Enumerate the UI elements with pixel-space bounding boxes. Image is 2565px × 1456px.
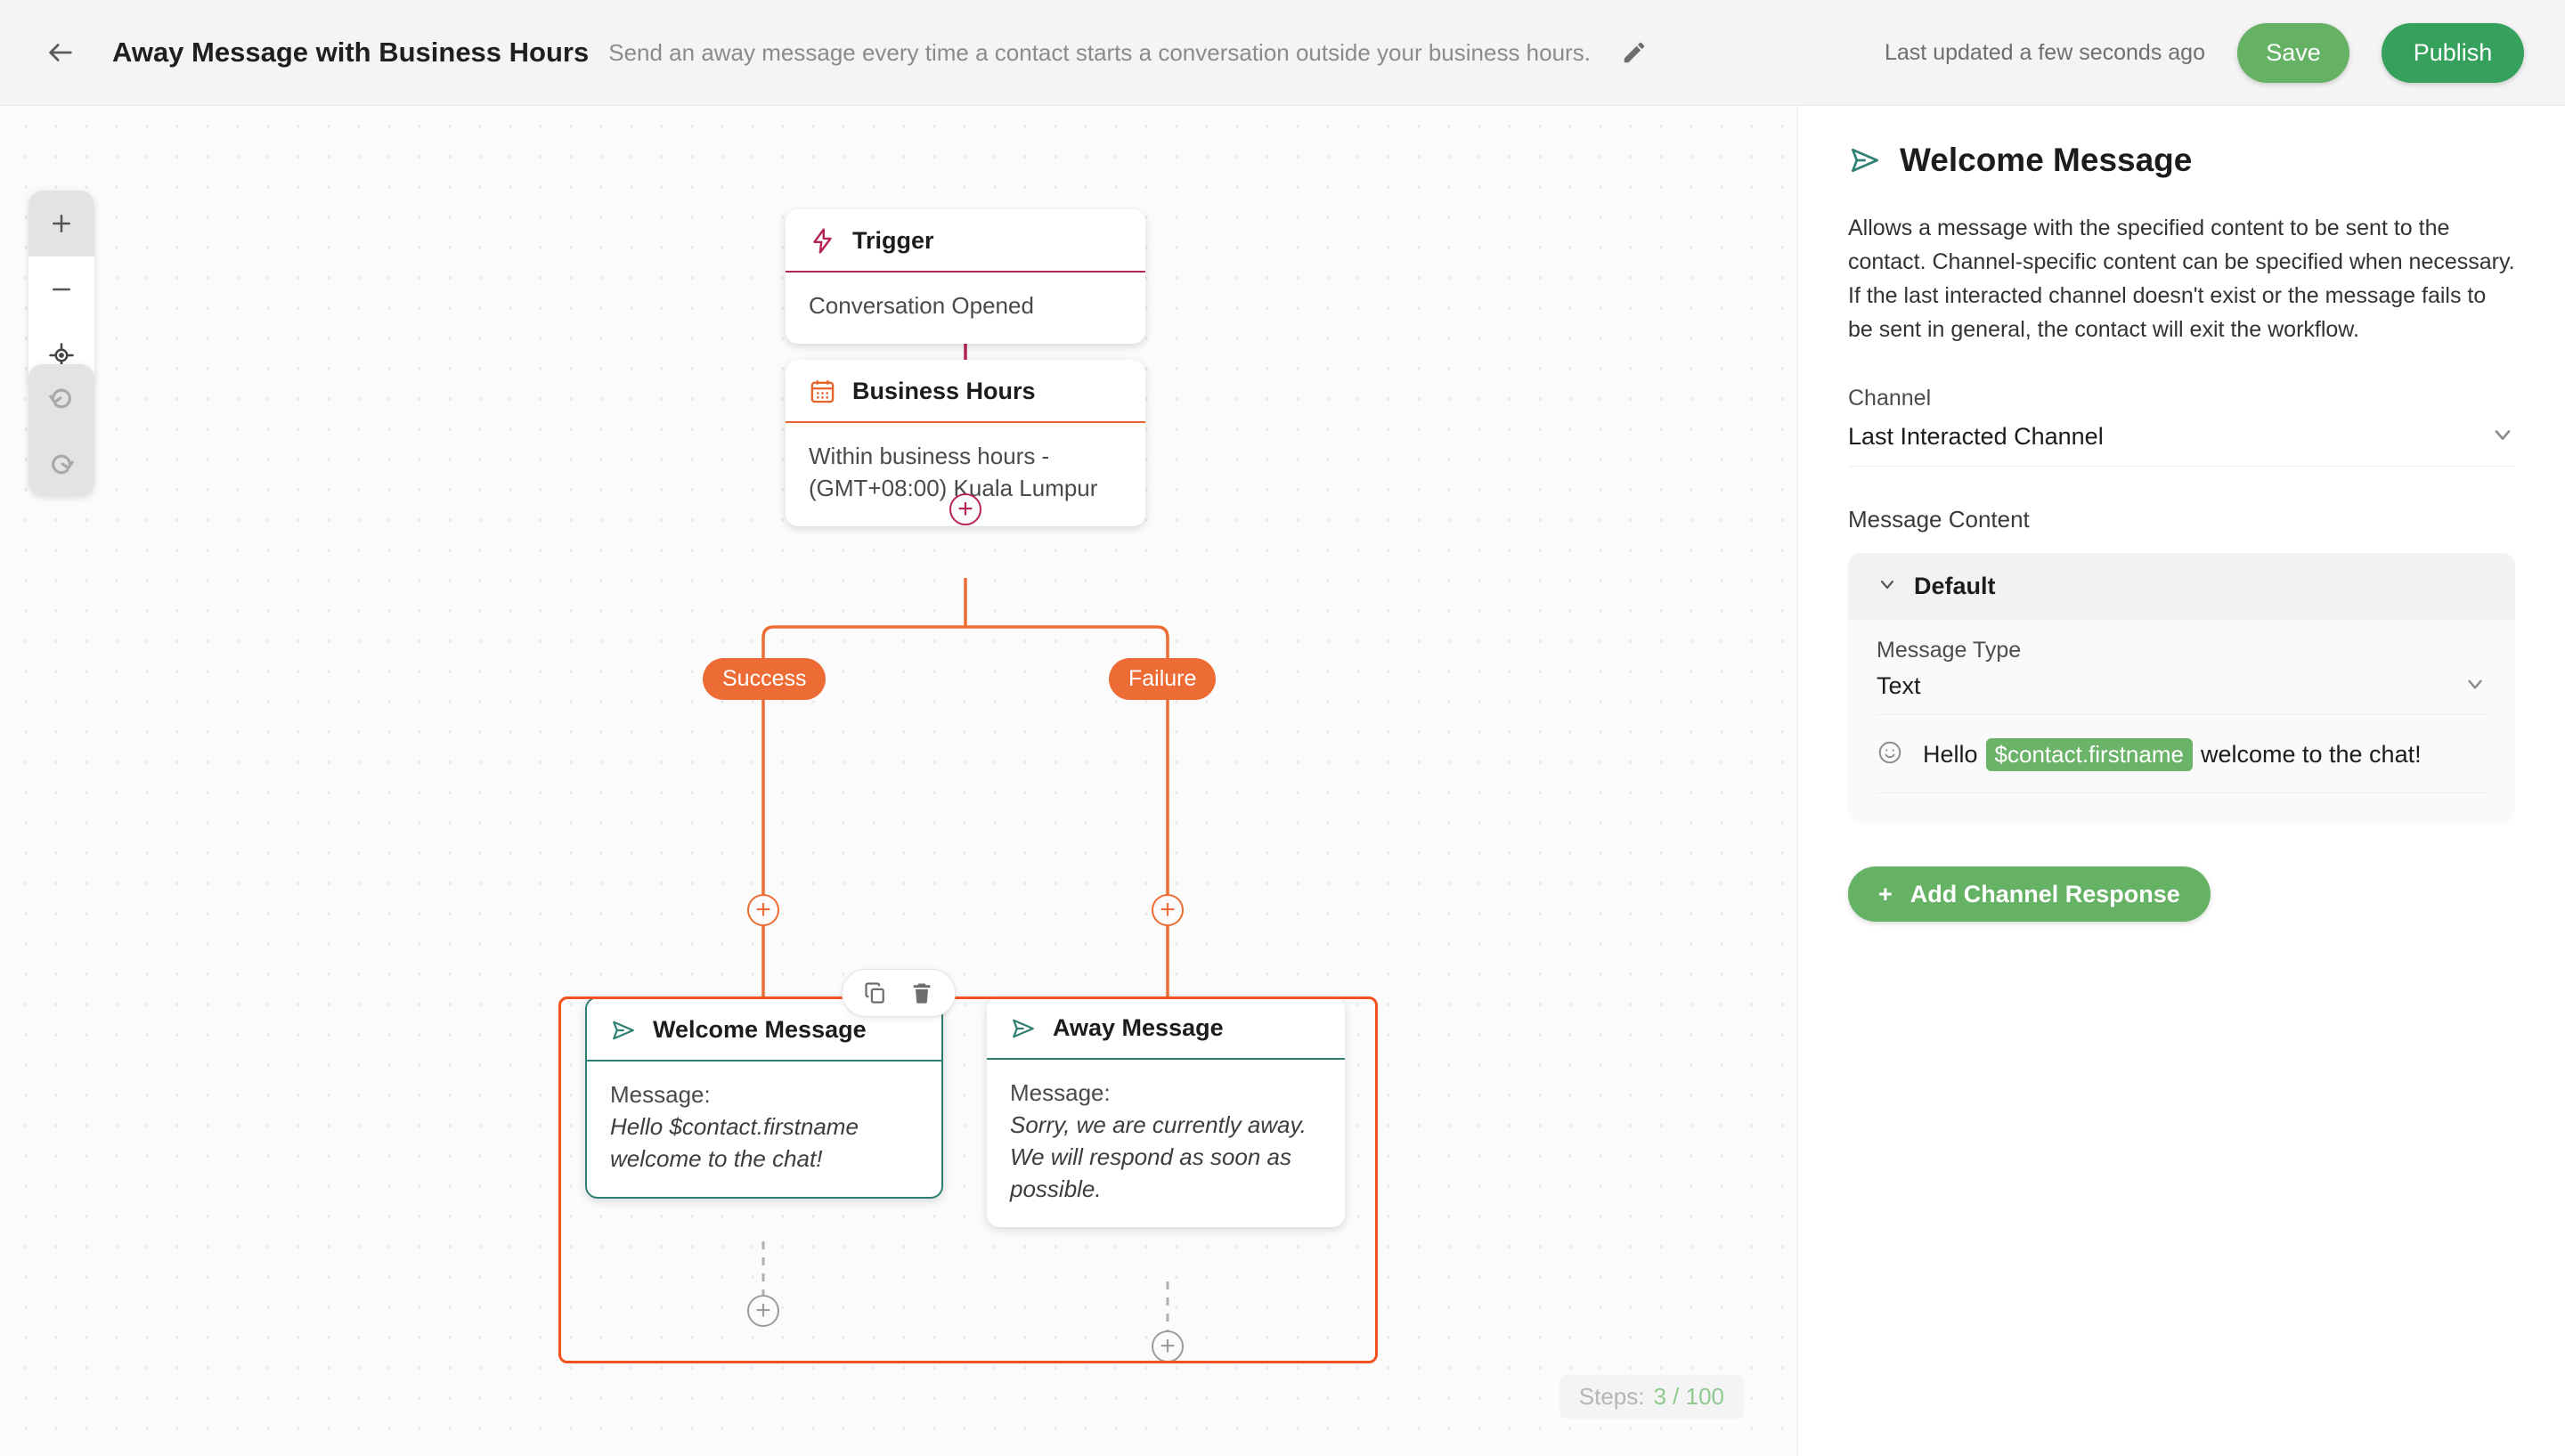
- node-business-hours-body: Within business hours - (GMT+08:00) Kual…: [809, 443, 1098, 501]
- node-welcome-message[interactable]: Welcome Message Message: Hello $contact.…: [585, 996, 943, 1199]
- copy-icon[interactable]: [862, 980, 889, 1006]
- fit-view-button[interactable]: [28, 322, 94, 388]
- node-business-hours-header: Business Hours: [786, 360, 1145, 423]
- panel-header: Welcome Message: [1848, 142, 2515, 179]
- plus-icon: +: [1878, 880, 1893, 907]
- message-type-select[interactable]: Text: [1877, 672, 2487, 715]
- minus-icon: [53, 288, 70, 291]
- panel-description: Allows a message with the specified cont…: [1848, 216, 2515, 342]
- edit-workflow-button[interactable]: [1614, 32, 1655, 73]
- message-preview-text: Hello $contact.firstname welcome to the …: [1923, 738, 2422, 771]
- calendar-icon: [810, 380, 835, 403]
- default-response-body: Message Type Text: [1848, 620, 2515, 824]
- channel-select[interactable]: Last Interacted Channel: [1848, 422, 2515, 467]
- add-step-success-branch[interactable]: +: [747, 894, 779, 926]
- add-step-after-trigger[interactable]: +: [949, 493, 981, 525]
- undo-button[interactable]: [28, 364, 94, 430]
- message-preview-row[interactable]: Hello $contact.firstname welcome to the …: [1877, 738, 2487, 793]
- redo-icon: [52, 454, 74, 475]
- node-away-message-text: Sorry, we are currently away. We will re…: [1010, 1110, 1307, 1202]
- node-business-hours[interactable]: Business Hours Within business hours - (…: [786, 360, 1145, 526]
- plus-icon: [53, 215, 70, 232]
- add-channel-response-label: Add Channel Response: [1910, 880, 2180, 907]
- chevron-down-icon: [2463, 672, 2487, 700]
- zoom-controls: [28, 191, 94, 388]
- lightning-bolt-icon: [813, 228, 832, 254]
- node-welcome-message-body: Message: Hello $contact.firstname welcom…: [587, 1061, 941, 1197]
- add-step-after-away[interactable]: +: [1152, 1330, 1184, 1362]
- chevron-down-icon: [2490, 422, 2515, 451]
- zoom-in-button[interactable]: [28, 191, 94, 256]
- node-business-hours-title: Business Hours: [852, 378, 1036, 404]
- node-welcome-message-header: Welcome Message: [587, 998, 941, 1061]
- message-content-card: Default Message Type Text: [1848, 553, 2515, 824]
- node-welcome-message-text: Hello $contact.firstname welcome to the …: [610, 1112, 859, 1172]
- default-response-header[interactable]: Default: [1848, 553, 2515, 620]
- node-away-message-label: Message:: [1010, 1079, 1111, 1106]
- node-away-message-header: Away Message: [987, 996, 1345, 1060]
- edge-branch-split: [761, 625, 1169, 658]
- node-toolbar: [842, 969, 956, 1017]
- properties-panel: Welcome Message Allows a message with th…: [1797, 106, 2565, 1456]
- message-type-label: Message Type: [1877, 638, 2022, 663]
- node-trigger[interactable]: Trigger Conversation Opened: [786, 209, 1145, 344]
- message-content-label: Message Content: [1848, 506, 2030, 533]
- message-type-value: Text: [1877, 672, 1921, 699]
- default-response-title: Default: [1914, 573, 1996, 599]
- header-actions: Last updated a few seconds ago Save Publ…: [1885, 22, 2565, 83]
- node-away-message[interactable]: Away Message Message: Sorry, we are curr…: [987, 996, 1345, 1227]
- workflow-canvas[interactable]: Trigger Conversation Opened Business Ho: [0, 106, 1797, 1456]
- zoom-out-button[interactable]: [28, 256, 94, 322]
- workflow-title: Away Message with Business Hours: [112, 37, 590, 68]
- node-welcome-message-label: Message:: [610, 1081, 711, 1108]
- steps-label: Steps:: [1578, 1383, 1645, 1410]
- node-welcome-message-title: Welcome Message: [653, 1016, 867, 1043]
- smiley-icon[interactable]: [1877, 739, 1903, 770]
- channel-label: Channel: [1848, 386, 1932, 411]
- target-icon: [49, 343, 74, 368]
- message-prefix: Hello: [1923, 741, 1978, 768]
- steps-badge: Steps: 3 / 100: [1559, 1375, 1744, 1419]
- add-step-after-welcome[interactable]: +: [747, 1295, 779, 1327]
- chevron-down-icon: [1877, 573, 1898, 599]
- message-suffix: welcome to the chat!: [2200, 741, 2422, 768]
- panel-title: Welcome Message: [1900, 142, 2193, 178]
- last-updated-text: Last updated a few seconds ago: [1885, 39, 2205, 65]
- branch-label-success[interactable]: Success: [703, 658, 826, 700]
- edge-layer: [761, 297, 1169, 1339]
- channel-selected-value: Last Interacted Channel: [1848, 423, 2104, 450]
- undo-icon: [49, 388, 71, 409]
- add-step-failure-branch[interactable]: +: [1152, 894, 1184, 926]
- workflow-description: Send an away message every time a contac…: [608, 38, 1591, 66]
- node-trigger-body: Conversation Opened: [809, 292, 1034, 319]
- node-trigger-header: Trigger: [786, 209, 1145, 272]
- save-button[interactable]: Save: [2237, 22, 2349, 83]
- steps-count: 3 / 100: [1653, 1383, 1724, 1410]
- node-trigger-title: Trigger: [852, 227, 934, 254]
- add-channel-response-button[interactable]: + Add Channel Response: [1848, 866, 2211, 922]
- redo-button[interactable]: [28, 430, 94, 496]
- trash-icon[interactable]: [908, 980, 935, 1006]
- node-away-message-body: Message: Sorry, we are currently away. W…: [987, 1060, 1345, 1227]
- send-icon: [613, 1021, 634, 1039]
- pencil-icon: [1624, 42, 1645, 63]
- send-icon: [1013, 1019, 1034, 1037]
- app-header: Away Message with Business Hours Send an…: [0, 0, 2565, 106]
- branch-label-failure[interactable]: Failure: [1109, 658, 1217, 700]
- history-controls: [28, 364, 94, 496]
- variable-token[interactable]: $contact.firstname: [1985, 738, 2193, 771]
- arrow-left-icon: [49, 44, 72, 61]
- publish-button[interactable]: Publish: [2382, 22, 2524, 83]
- node-away-message-title: Away Message: [1053, 1014, 1224, 1041]
- send-icon: [1852, 148, 1878, 173]
- back-button[interactable]: [32, 24, 89, 81]
